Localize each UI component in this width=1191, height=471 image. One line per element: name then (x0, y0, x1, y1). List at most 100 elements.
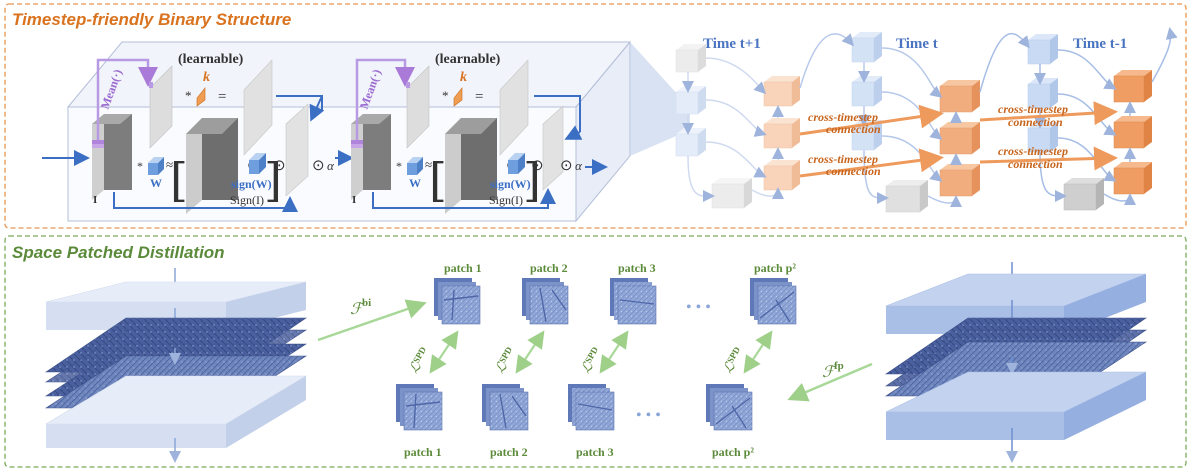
binary-block-2: I Mean(·) (learnable) k * = * W ≈ [ ⊗ si… (351, 52, 608, 214)
star-op: * (442, 88, 449, 103)
decoder-block (1113, 116, 1152, 149)
patch-stack (482, 384, 529, 431)
cross-label-line1: cross-timestep (998, 144, 1068, 158)
lspd-sub: SPD (497, 345, 514, 365)
odot-op: ⊙ (273, 158, 286, 174)
cross-label-line2: connection (826, 164, 881, 178)
patch-label: patch 3 (618, 261, 656, 275)
patch-stack (610, 278, 657, 325)
unet-column-t-minus-1 (979, 27, 1178, 211)
sign-weight-cube (249, 153, 266, 174)
odot-op: ⊙ (531, 158, 544, 174)
mean-arrow (96, 58, 158, 140)
encoder-block (675, 128, 706, 157)
bottleneck-block (1063, 178, 1104, 211)
skip-connection-1 (113, 192, 298, 212)
mean-plane (406, 65, 430, 149)
bracket-right: ] (523, 153, 541, 207)
patch-label: patch 1 (444, 261, 482, 275)
signw-label: sign(W) (490, 177, 531, 191)
spd-loss-arrow (599, 330, 629, 374)
odot-op: ⊙ (312, 158, 325, 174)
binary-block-1: I Mean(·) (learnable) k * = * W ≈ [ ⊗ (92, 52, 335, 214)
patch-stack (434, 278, 481, 325)
scale-plane (499, 59, 529, 156)
learnable-label: (learnable) (435, 52, 501, 67)
encoder-block (675, 44, 706, 73)
decoder-block (763, 118, 800, 149)
patch-label: patch p² (754, 261, 796, 275)
decoder-block (1113, 70, 1152, 103)
spd-loss-links: ℒ SPD ℒ SPD ℒ SPD ℒ SPD (406, 330, 773, 376)
activation-tensor (104, 114, 132, 190)
i-label: I (352, 194, 356, 206)
fbi-arrow (317, 299, 427, 342)
activation-tensor (363, 114, 391, 190)
bottom-section-title: Space Patched Distillation (12, 243, 225, 262)
decoder-block (939, 164, 980, 197)
bracket-right: ] (264, 153, 282, 207)
top-section-title: Timestep-friendly Binary Structure (12, 10, 291, 29)
cross-label-line2: connection (1008, 157, 1063, 171)
patch-label: patch 1 (404, 445, 442, 459)
equals-op: = (218, 89, 226, 105)
star-op: * (396, 159, 402, 173)
decoder-block (763, 160, 800, 191)
bracket-left: [ (170, 153, 188, 207)
patch-label: patch 2 (530, 261, 568, 275)
skip-connection-2 (372, 188, 556, 209)
alpha-label: α (327, 158, 335, 173)
signi-label: Sign(I) (230, 193, 264, 207)
lspd-sub: SPD (583, 345, 600, 365)
mean-plane (149, 65, 173, 149)
decoder-block (763, 76, 800, 107)
signw-label: sign(W) (231, 177, 272, 191)
scale-arrow (534, 95, 581, 132)
approx-op: ≈ (425, 157, 432, 172)
patch-label: patch p² (712, 445, 754, 459)
decoder-block (939, 122, 980, 155)
decoder-block (939, 80, 980, 113)
cross-timestep-arrow (979, 101, 1118, 126)
time-label-t-plus-1: Time t+1 (703, 36, 761, 52)
k-label: k (203, 70, 210, 85)
signi-label: Sign(I) (489, 193, 523, 207)
binary-patches: patch 1 patch 2 patch 3 patch p² • • • (434, 261, 797, 325)
star-op: * (137, 159, 143, 173)
cross-label-line1: cross-timestep (808, 110, 878, 124)
bracket-left: [ (429, 153, 447, 207)
w-label: W (409, 176, 421, 190)
cross-label-line2: connection (1008, 115, 1063, 129)
weight-cube (148, 157, 164, 175)
learnable-label: (learnable) (178, 52, 244, 67)
cross-timestep-arrow (979, 146, 1118, 171)
lspd-sub: SPD (725, 345, 742, 365)
patch-stack (522, 278, 569, 325)
decoder-block (1113, 162, 1152, 195)
ffp-label: ℱ (822, 362, 838, 381)
patch-stack (706, 384, 753, 431)
encoder-block (1027, 34, 1058, 65)
weight-cube (407, 157, 423, 175)
binary-feature-stack (44, 268, 308, 463)
approx-op: ≈ (166, 157, 173, 172)
patch-stack (750, 278, 797, 325)
spd-loss-arrow (743, 330, 773, 374)
output-plane (542, 105, 564, 191)
star-op: * (185, 88, 192, 103)
projection-fan (630, 42, 690, 156)
encoder-block (851, 76, 882, 107)
bottom-section-border (4, 235, 1187, 468)
w-label: W (150, 176, 162, 190)
top-section-border (4, 3, 1187, 229)
cross-timestep-arrow (799, 148, 944, 178)
patch-label: patch 3 (576, 445, 614, 459)
spd-loss-arrow (429, 330, 459, 374)
patch-stack (568, 384, 615, 431)
cross-timestep-arrow (799, 104, 944, 136)
bottleneck-block (885, 180, 928, 213)
output-plane (285, 103, 309, 197)
k-vector (453, 87, 463, 107)
ffp-arrow (787, 362, 873, 402)
